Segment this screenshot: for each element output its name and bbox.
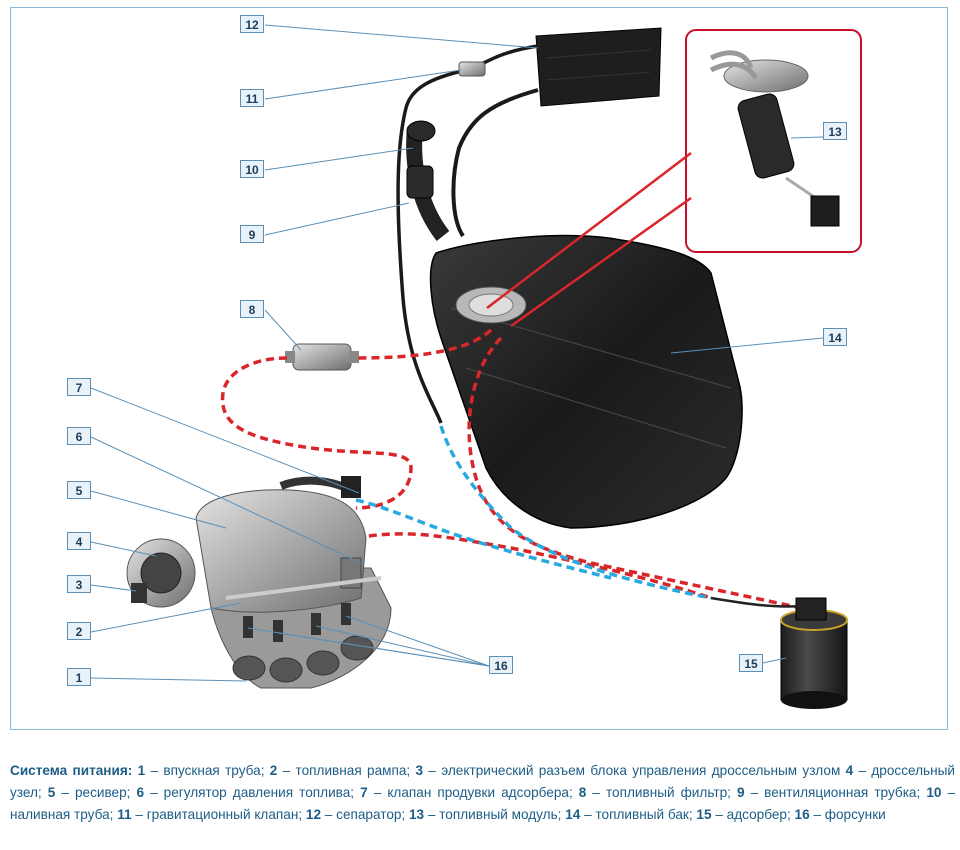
caption-item-14: 14 – топливный бак; (561, 807, 692, 822)
caption-item-number: 6 (130, 785, 145, 800)
caption-title: Система питания: (10, 763, 133, 778)
callout-16: 16 (489, 656, 513, 674)
callout-9: 9 (240, 225, 264, 243)
vapor-line-blue (439, 425, 712, 600)
callout-8: 8 (240, 300, 264, 318)
callout-3: 3 (67, 575, 91, 593)
caption-items: 1 – впускная труба; 2 – топливная рампа;… (10, 763, 955, 822)
caption-item-7: 7 – клапан продувки адсорбера; (354, 785, 573, 800)
caption-item-text: – топливный модуль; (424, 807, 562, 822)
caption-item-text: – топливный фильтр; (586, 785, 731, 800)
callout-14: 14 (823, 328, 847, 346)
caption-item-9: 9 – вентиляционная трубка; (731, 785, 920, 800)
callout-2: 2 (67, 622, 91, 640)
fuel-system-diagram: 12 11 10 9 8 13 14 7 6 5 4 3 2 1 15 16 (10, 7, 948, 730)
caption-item-number: 13 (405, 807, 425, 822)
caption-item-6: 6 – регулятор давления топлива; (130, 785, 354, 800)
fuel-module-inset (685, 29, 862, 253)
caption-item-text: – наливная труба; (10, 785, 956, 822)
vent-hose-2 (451, 88, 539, 238)
caption-item-10: 10 – наливная труба; (10, 785, 955, 822)
caption-item-number: 15 (692, 807, 712, 822)
caption-item-number: 1 (137, 763, 146, 778)
engine-intake-assembly (126, 476, 392, 689)
callout-6: 6 (67, 427, 91, 445)
caption-item-number: 14 (561, 807, 581, 822)
purge-line-red (355, 532, 712, 600)
fuel-filter (285, 343, 359, 371)
caption-item-text: – топливный бак; (580, 807, 693, 822)
caption-item-number: 7 (354, 785, 368, 800)
caption-item-number: 11 (113, 807, 132, 822)
callout-7: 7 (67, 378, 91, 396)
caption-item-15: 15 – адсорбер; (692, 807, 791, 822)
caption-item-text: – впускная труба; (145, 763, 265, 778)
callout-1: 1 (67, 668, 91, 686)
filler-pipe (406, 120, 450, 241)
caption-item-13: 13 – топливный модуль; (405, 807, 561, 822)
caption-item-4: 4 – дроссельный узел; (10, 763, 955, 800)
caption-item-text: – адсорбер; (711, 807, 791, 822)
inset-pointer-line-2 (510, 196, 692, 328)
caption-item-12: 12 – сепаратор; (302, 807, 405, 822)
separator (535, 27, 662, 107)
caption-item-text: – дроссельный узел; (10, 763, 955, 800)
gravity-valve (458, 61, 486, 77)
diagram-drawing (90, 24, 862, 709)
caption-item-text: – гравитационный клапан; (131, 807, 303, 822)
fuel-tank (429, 234, 743, 529)
inset-pointer-line (486, 152, 692, 309)
callout-12: 12 (240, 15, 264, 33)
caption-item-text: – топливная рампа; (277, 763, 411, 778)
caption-item-number: 9 (730, 785, 745, 800)
caption-item-text: – сепаратор; (321, 807, 406, 822)
caption-item-text: – регулятор давления топлива; (144, 785, 355, 800)
callout-10: 10 (240, 160, 264, 178)
callout-4: 4 (67, 532, 91, 550)
caption-item-text: – форсунки (809, 807, 886, 822)
purge-line-blue (355, 498, 612, 580)
caption-item-number: 16 (790, 807, 810, 822)
figure-caption: Система питания: 1 – впускная труба; 2 –… (10, 760, 955, 826)
caption-item-8: 8 – топливный фильтр; (573, 785, 731, 800)
caption-item-5: 5 – ресивер; (42, 785, 131, 800)
leader-lines (90, 24, 824, 682)
caption-item-3: 3 – электрический разъем блока управлени… (410, 763, 840, 778)
caption-item-16: 16 – форсунки (791, 807, 886, 822)
callout-13: 13 (823, 122, 847, 140)
caption-item-number: 4 (840, 763, 854, 778)
caption-item-11: 11 – гравитационный клапан; (113, 807, 302, 822)
adsorber (710, 596, 848, 709)
callout-11: 11 (240, 89, 264, 107)
callout-5: 5 (67, 481, 91, 499)
caption-item-number: 12 (302, 807, 322, 822)
caption-item-number: 2 (264, 763, 278, 778)
caption-item-text: – электрический разъем блока управления … (423, 763, 841, 778)
caption-item-text: – ресивер; (55, 785, 131, 800)
caption-item-number: 5 (41, 785, 56, 800)
caption-item-1: 1 – впускная труба; (138, 763, 265, 778)
caption-item-2: 2 – топливная рампа; (264, 763, 410, 778)
callout-15: 15 (739, 654, 763, 672)
caption-item-text: – вентиляционная трубка; (744, 785, 921, 800)
caption-item-number: 10 (920, 785, 942, 800)
caption-item-text: – клапан продувки адсорбера; (367, 785, 573, 800)
caption-item-number: 8 (572, 785, 587, 800)
fuel-line-to-rail (220, 356, 413, 510)
caption-item-number: 3 (410, 763, 424, 778)
fuel-line-to-filter (355, 328, 493, 360)
